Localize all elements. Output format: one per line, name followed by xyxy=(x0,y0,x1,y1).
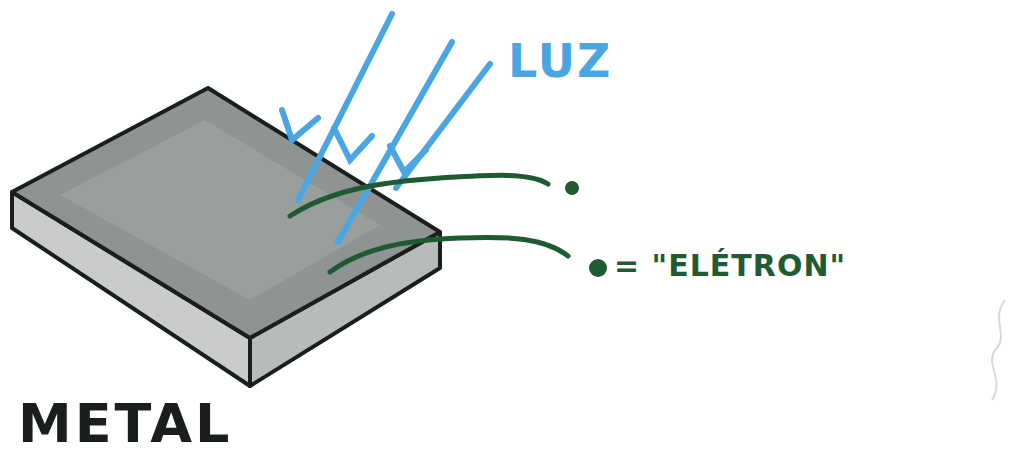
margin-squiggle xyxy=(992,300,1005,400)
plate-top-face xyxy=(12,88,440,338)
electron-dot xyxy=(565,181,579,195)
arrow-head xyxy=(334,128,372,160)
material-label: METAL xyxy=(18,392,232,455)
arrow-head xyxy=(282,110,318,140)
electron-path xyxy=(330,237,568,272)
light-ray xyxy=(338,42,452,242)
electron-label: = "ELÉTRON" xyxy=(614,248,846,283)
electron-dot xyxy=(589,259,607,277)
light-rays xyxy=(282,14,490,242)
electron-path xyxy=(290,175,548,216)
electron-paths xyxy=(290,175,568,272)
light-label: LUZ xyxy=(508,34,612,88)
arrow-head xyxy=(390,146,426,172)
